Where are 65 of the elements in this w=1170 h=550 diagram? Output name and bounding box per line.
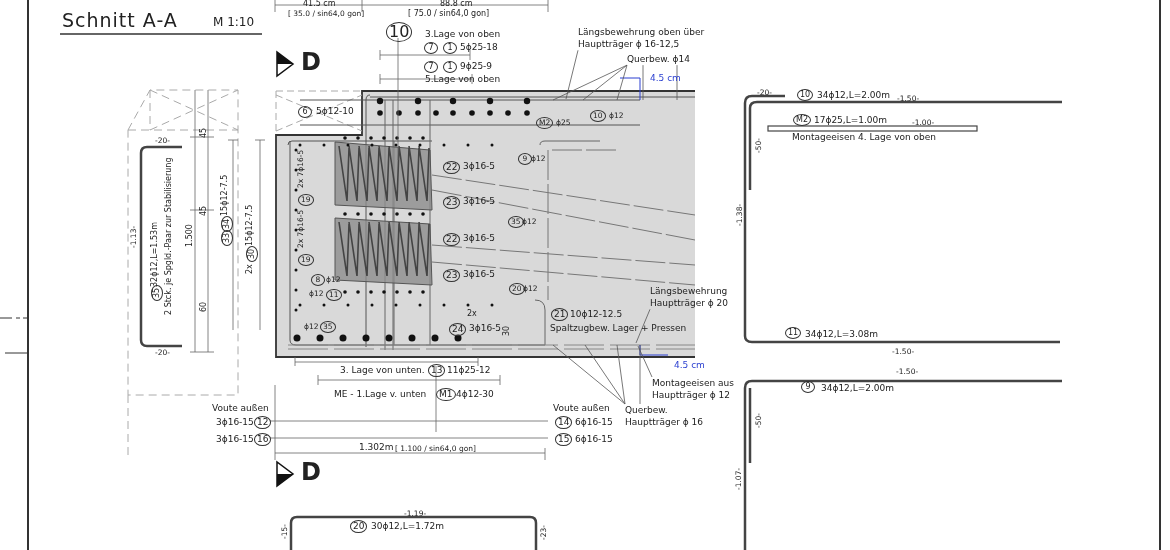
leader-line [616, 344, 626, 405]
dimension-text: 45 [200, 205, 208, 216]
leader-line [584, 344, 626, 405]
annotation-text: Voute außen [553, 404, 610, 413]
scale-text: M 1:10 [213, 16, 255, 28]
annotation-text: 2x [467, 310, 477, 318]
annotation-text: Voute außen [212, 404, 269, 413]
annotation-text: 5ϕ12-10 [316, 107, 354, 116]
annotation-text: 3ϕ16-15 [216, 435, 254, 444]
annotation-text: 11ϕ25-12 [447, 366, 491, 375]
dimension-text: 45 [200, 127, 208, 138]
dimension-text: [ 75.0 / sin64,0 gon] [408, 10, 490, 18]
leader-line [635, 308, 651, 344]
annotation-text: 34ϕ12,L=2.00m [821, 384, 895, 393]
drawing-title: Schnitt A-A [62, 11, 178, 30]
leader-line [582, 64, 628, 101]
annotation-text: 3.Lage von oben [425, 30, 501, 39]
annotation-text: 10ϕ12-12.5 [570, 310, 623, 319]
dimension-text: 1.302m [359, 443, 394, 452]
leader-line [676, 64, 678, 101]
annotation-text: 2 Stck. je Spgld.-Paar zur Stabilisierung [165, 157, 173, 315]
annotation-text: 3ϕ16-5 [463, 270, 496, 279]
leader-line [637, 345, 653, 378]
annotation-text: ME - 1.Lage v. unten [334, 390, 427, 399]
annotation-text: 3. Lage von unten. [340, 366, 425, 375]
annotation-text: 15ϕ12-7.5 [246, 204, 254, 246]
callout-label: Längsbewehrung Hauptträger ϕ 20 [650, 285, 750, 310]
annotation-text: 9ϕ25-9 [460, 62, 493, 71]
annotation-text: 34ϕ12,L=3.08m [805, 330, 879, 339]
annotation-text: Spaltzugbew. Lager + Pressen [550, 324, 687, 333]
annotation-text: 4ϕ12-30 [456, 390, 494, 399]
annotation-text: 15ϕ12-7.5 [221, 174, 229, 216]
callout-label: Querbew. Hauptträger ϕ 16 [625, 404, 715, 429]
annotation-text: 6ϕ16-15 [575, 435, 613, 444]
leader-line [642, 64, 644, 101]
dimension-text: 4.5 cm [650, 74, 681, 83]
leader-line [552, 344, 626, 405]
annotation-text: 3ϕ16-5 [463, 234, 496, 243]
callout-label: Montageeisen aus Hauptträger ϕ 12 [652, 377, 752, 402]
annotation-text: 30ϕ12,L=1.72m [371, 522, 445, 531]
section-letter: D [301, 50, 321, 74]
annotation-text: 17ϕ25,L=1.00m [814, 116, 888, 125]
annotation-text: 32ϕ12,L=1.53m [151, 222, 159, 287]
annotation-text: 6ϕ16-15 [575, 418, 613, 427]
leader-line [639, 344, 641, 405]
callout-label: Querbew. ϕ14 [627, 53, 717, 66]
dimension-text: 4.5 cm [674, 361, 705, 370]
leader-line [565, 49, 579, 100]
annotation-text: 5.Lage von oben [425, 75, 501, 84]
annotation-text: 34ϕ12,L=2.00m [817, 91, 891, 100]
dimension-text: 1.500 [186, 224, 194, 247]
dimension-text: 60 [200, 301, 208, 312]
callout-label: Längsbewehrung oben über Hauptträger ϕ 16-12,5 [578, 26, 718, 51]
dimension-text: 41.5 cm [303, 0, 336, 8]
leader-line [616, 64, 628, 101]
dimension-text: 88.8 cm [440, 0, 473, 8]
annotation-text: Montageeisen 4. Lage von oben [792, 133, 937, 142]
annotation-text: 3ϕ16-5 [463, 197, 496, 206]
annotation-text: 3ϕ16-5 [469, 324, 502, 333]
annotation-text: 2x [246, 264, 254, 274]
annotation-text: 3ϕ16-5 [463, 162, 496, 171]
annotation-text: 5ϕ25-18 [460, 43, 498, 52]
dimension-text: 30 [503, 325, 511, 336]
section-letter: D [301, 460, 321, 484]
annotation-text: 3ϕ16-15 [216, 418, 254, 427]
